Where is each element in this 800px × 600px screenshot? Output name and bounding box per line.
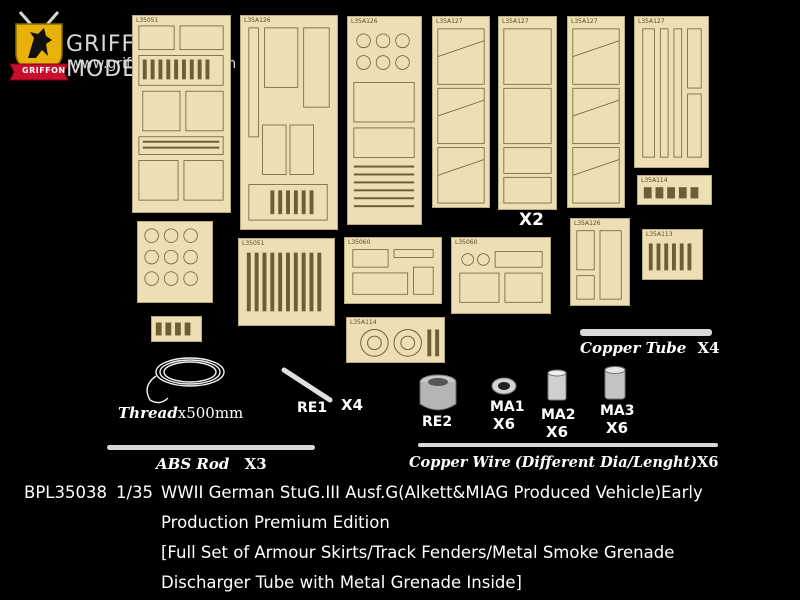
- thread-length: x500mm: [177, 404, 244, 422]
- pe-fret: L35A114: [637, 175, 712, 205]
- pe-fret: L35051: [132, 15, 231, 213]
- re1-label: RE1: [297, 400, 328, 416]
- fret-label: L35060: [455, 239, 478, 246]
- re1-qty: X4: [341, 396, 364, 414]
- abs-rod-qty: X3: [244, 455, 267, 473]
- product-title-line1: WWII German StuG.III Ausf.G(Alkett&MIAG …: [161, 483, 703, 502]
- re2-part-icon: [419, 374, 457, 411]
- product-title-line3: [Full Set of Armour Skirts/Track Fenders…: [161, 543, 675, 562]
- copper-tube-label: Copper Tube X4: [580, 339, 720, 357]
- pe-fret: L35060: [344, 237, 442, 304]
- fret-multiplier: X2: [519, 210, 544, 230]
- product-title-line4: Discharger Tube with Metal Grenade Insid…: [161, 573, 522, 592]
- fret-label: L35A114: [350, 319, 377, 326]
- fret-label: L35060: [348, 239, 371, 246]
- ma2-label: MA2: [541, 407, 576, 423]
- abs-rod-label: ABS Rod X3: [156, 455, 267, 473]
- copper-wire-label: Copper Wire(Different Dia/Lenght)X6: [409, 454, 719, 471]
- ma1-qty: X6: [493, 415, 516, 433]
- pe-fret: L35A126: [240, 15, 338, 230]
- copper-tube-qty: X4: [697, 339, 720, 357]
- fret-label: L35051: [242, 240, 265, 247]
- pe-fret: L35A127: [567, 16, 625, 208]
- pe-fret: L35051: [238, 238, 335, 326]
- fret-label: L35051: [136, 17, 159, 24]
- copper-wire-part: [418, 443, 718, 447]
- fret-label: L35A114: [641, 177, 668, 184]
- fret-label: L35A113: [646, 231, 673, 238]
- thread-coil-icon: [146, 357, 225, 404]
- product-scale: 1/35: [116, 483, 154, 502]
- fret-label: L35A127: [638, 18, 665, 25]
- copper-wire-spec: (Different Dia/Lenght): [514, 454, 698, 471]
- fret-label: L35A126: [574, 220, 601, 227]
- pe-fret: L35A127: [432, 16, 490, 208]
- ma3-label: MA3: [600, 403, 635, 419]
- abs-rod-part: [107, 445, 315, 450]
- thread-label: Threadx500mm: [118, 404, 244, 422]
- fret-label: L35A126: [351, 18, 378, 25]
- fret-label: L35A127: [502, 18, 529, 25]
- pe-fret: [151, 316, 202, 342]
- copper-wire-qty: X6: [697, 454, 719, 471]
- ma3-qty: X6: [606, 419, 629, 437]
- ma2-cylinder-icon: [547, 369, 567, 401]
- fret-label: L35A127: [436, 18, 463, 25]
- pe-fret: L35A127: [634, 16, 709, 168]
- fret-label: L35A126: [244, 17, 271, 24]
- pe-fret: L35A126: [570, 218, 630, 306]
- pe-fret: L35A113: [642, 229, 703, 280]
- pe-fret: [137, 221, 213, 303]
- ma1-ring-icon: [491, 377, 517, 395]
- pe-fret: L35A114: [346, 317, 445, 363]
- re1-rod-icon: [281, 367, 333, 403]
- griffon-shield-icon: [9, 11, 69, 81]
- ma1-label: MA1: [490, 399, 525, 415]
- ma2-qty: X6: [546, 423, 569, 441]
- pe-fret: L35060: [451, 237, 551, 314]
- pe-fret: L35A127: [498, 16, 557, 210]
- pe-fret: L35A126: [347, 16, 422, 225]
- re2-label: RE2: [422, 414, 453, 430]
- product-title-line2: Production Premium Edition: [161, 513, 390, 532]
- logo-badge-text: GRIFFON: [22, 66, 66, 75]
- ma3-cylinder-icon: [604, 366, 626, 400]
- copper-tube-part: [580, 329, 712, 336]
- fret-label: L35A127: [571, 18, 598, 25]
- product-code: BPL35038: [24, 483, 107, 502]
